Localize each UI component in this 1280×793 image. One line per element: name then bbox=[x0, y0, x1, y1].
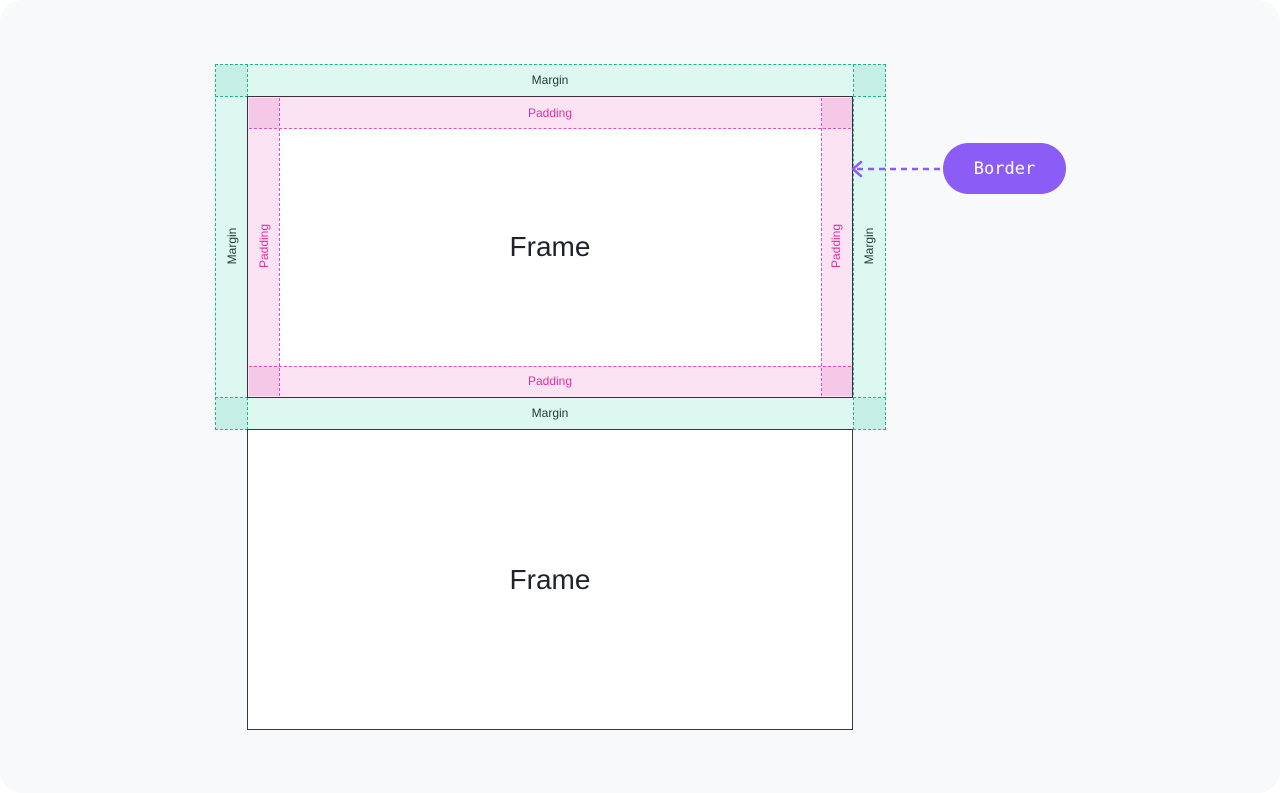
frame-title-top: Frame bbox=[509, 231, 591, 262]
padding-corner bbox=[249, 98, 279, 128]
padding-corner bbox=[249, 366, 279, 396]
padding-corner bbox=[822, 366, 852, 396]
frame-title-bottom: Frame bbox=[509, 564, 591, 595]
margin-corner bbox=[854, 398, 885, 429]
border-callout-label: Border bbox=[943, 143, 1066, 194]
margin-corner bbox=[854, 65, 885, 96]
margin-corner bbox=[216, 65, 247, 96]
margin-guide-line bbox=[853, 64, 854, 430]
padding-label-right: Padding bbox=[829, 223, 843, 269]
margin-label-top: Margin bbox=[531, 73, 569, 87]
padding-corner bbox=[822, 98, 852, 128]
padding-guide-line bbox=[249, 128, 851, 129]
padding-label-top: Padding bbox=[527, 106, 573, 120]
padding-guide-line bbox=[821, 98, 822, 396]
padding-guide-line bbox=[249, 366, 851, 367]
margin-corner bbox=[216, 398, 247, 429]
margin-label-left: Margin bbox=[225, 227, 239, 265]
margin-label-right: Margin bbox=[862, 227, 876, 265]
padding-label-left: Padding bbox=[257, 223, 271, 269]
frame-second bbox=[247, 429, 853, 730]
border-callout-arrow-icon bbox=[851, 160, 944, 178]
frame-content-area bbox=[279, 128, 821, 366]
padding-guide-line bbox=[279, 98, 280, 396]
margin-label-bottom: Margin bbox=[531, 406, 569, 420]
padding-label-bottom: Padding bbox=[527, 374, 573, 388]
